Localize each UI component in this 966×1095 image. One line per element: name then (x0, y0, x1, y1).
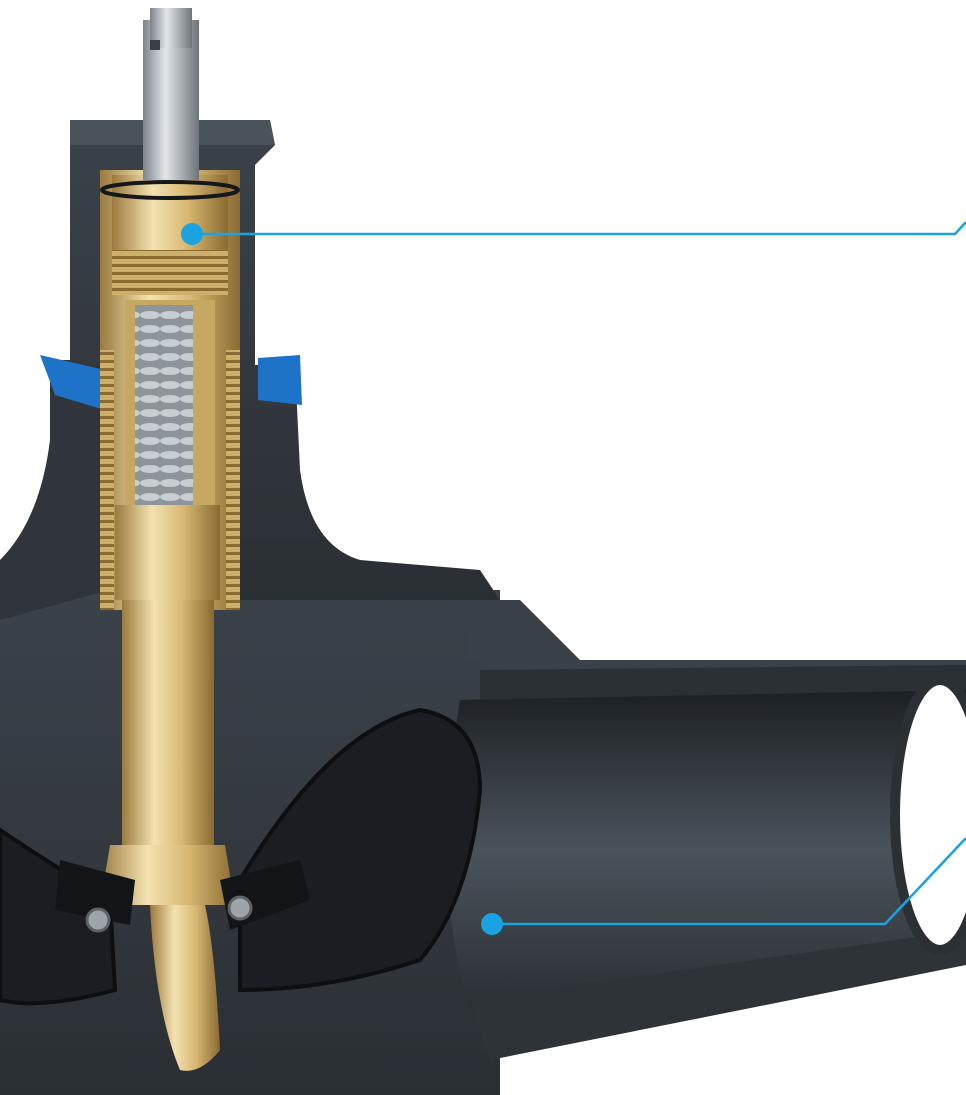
stem-hole (150, 40, 160, 50)
brass-insert (100, 170, 240, 610)
seal-right (258, 355, 302, 405)
brass-outer-thread-left (100, 350, 114, 610)
flap-right (238, 707, 483, 993)
brass-cap-thread (112, 250, 228, 295)
flap-left (0, 827, 118, 1006)
flap-arm-left (55, 860, 135, 925)
seal-rings (40, 355, 302, 410)
pivot-screw-right-icon (227, 895, 253, 921)
valve-left-shoulder (0, 360, 110, 620)
callout-line-bottom (492, 837, 966, 926)
o-ring-top (100, 180, 240, 200)
pipe-opening-rim (890, 675, 966, 955)
pipe-lower-wall (470, 930, 966, 1060)
spindle-cam (150, 905, 220, 1071)
compression-spring (135, 305, 193, 515)
pivot-screw-left-icon (85, 907, 111, 933)
pipe-inner-bore (447, 690, 966, 1010)
valve-stem (143, 8, 199, 180)
pipe-outlet (447, 665, 966, 1060)
callouts (181, 221, 966, 935)
callout-dot-top (181, 223, 203, 245)
brass-outer-thread-right (226, 350, 240, 610)
callout-line-top (192, 221, 966, 236)
seal-left (40, 355, 105, 410)
closing-flaps (0, 707, 483, 1006)
spindle-shaft (122, 600, 214, 850)
brass-nut (115, 505, 220, 600)
brass-cap (112, 175, 228, 250)
callout-dot-bottom (481, 913, 503, 935)
